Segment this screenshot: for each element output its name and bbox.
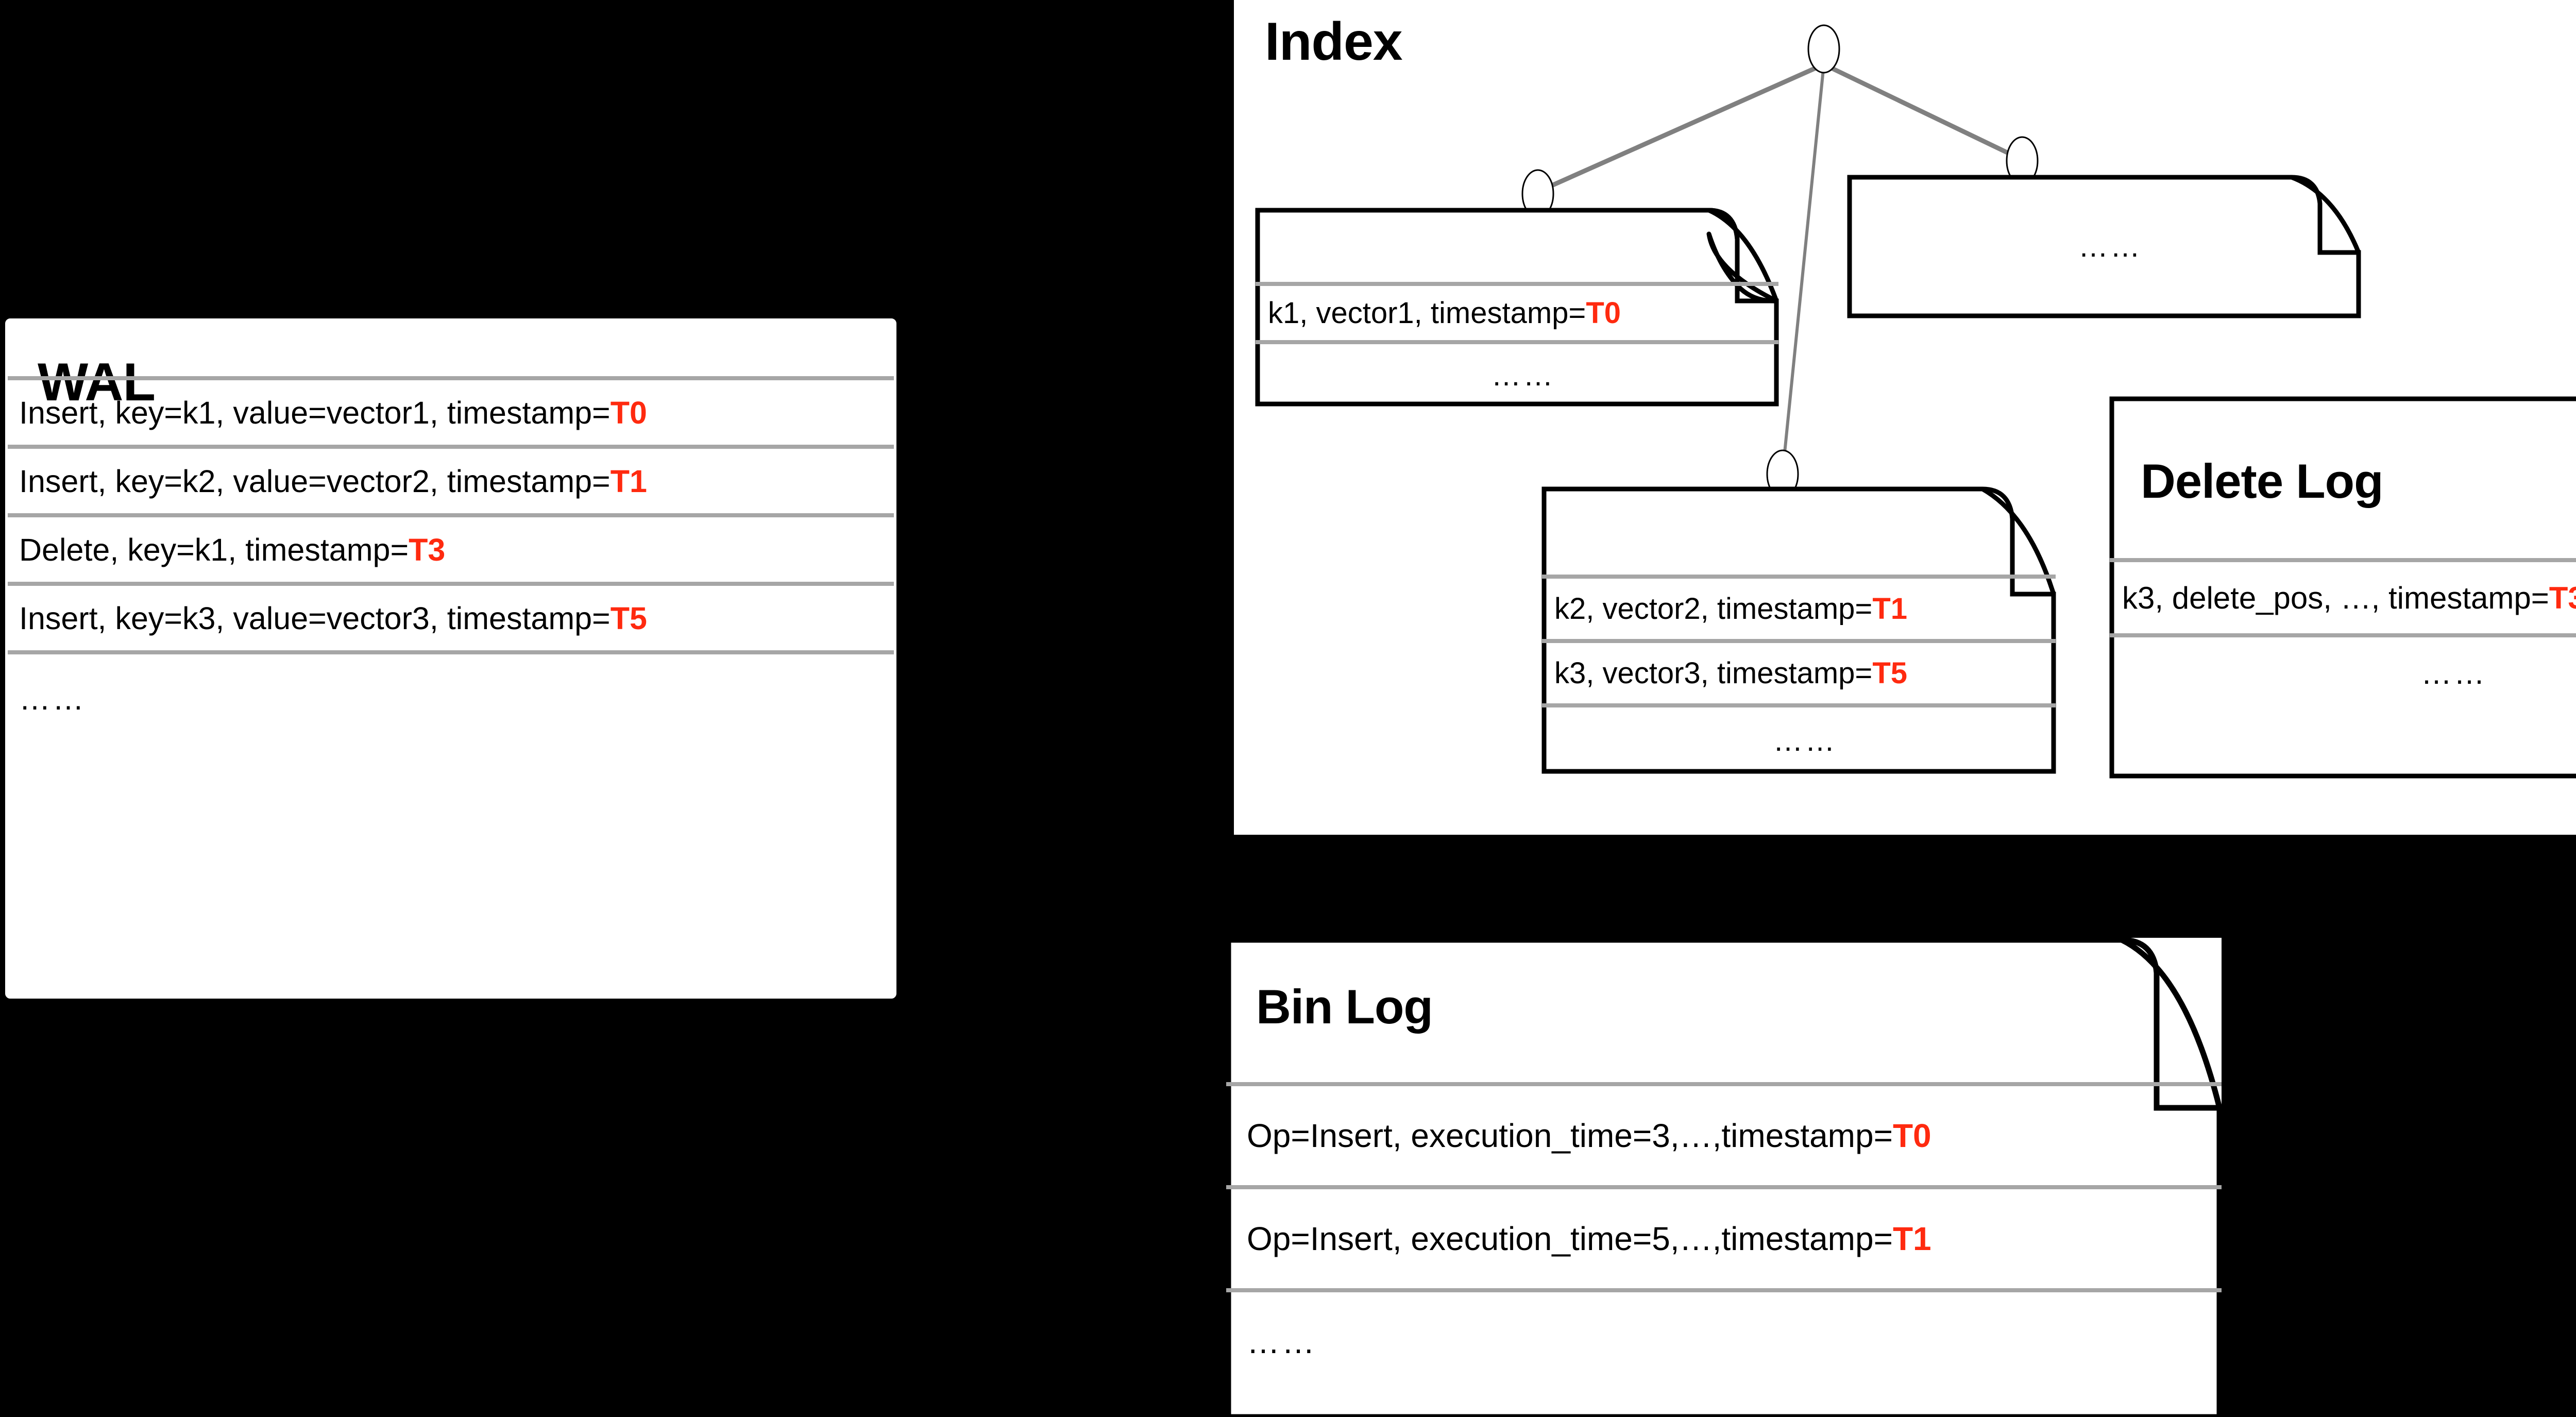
wal-row: Insert, key=k2, value=vector2, timestamp… <box>8 445 894 513</box>
delete-log-card: Delete Log k3, delete_pos, …, timestamp=… <box>2109 396 2576 779</box>
card-row-list: k3, delete_pos, …, timestamp=T3 …… <box>2110 558 2576 709</box>
wal-row-ellipsis: …… <box>19 681 86 716</box>
card-row-timestamp: T1 <box>1892 1220 1931 1257</box>
tree-edge-root-bottom <box>1781 64 1825 474</box>
card-row-timestamp: T3 <box>2549 580 2576 615</box>
wal-row-timestamp: T1 <box>610 463 647 499</box>
card-row: …… <box>2110 633 2576 709</box>
index-leaf-card-k2k3: k2, vector2, timestamp=T1 k3, vector3, t… <box>1541 486 2056 774</box>
card-row-ellipsis: …… <box>2421 655 2487 690</box>
card-row-timestamp: T5 <box>1872 656 1907 690</box>
card-row: k3, delete_pos, …, timestamp=T3 <box>2110 558 2576 633</box>
card-row-ellipsis: …… <box>1247 1323 1317 1360</box>
wal-row-timestamp: T0 <box>610 395 647 430</box>
bin-log-title: Bin Log <box>1256 980 1433 1034</box>
card-row-text: k3, vector3, timestamp= <box>1554 656 1873 690</box>
card-row: k1, vector1, timestamp=T0 <box>1256 282 1778 340</box>
wal-row-text: Insert, key=k1, value=vector1, timestamp… <box>19 395 611 430</box>
tree-root-node <box>1807 24 1840 74</box>
wal-row-text: Insert, key=k3, value=vector3, timestamp… <box>19 600 611 636</box>
card-row-text: k3, delete_pos, …, timestamp= <box>2122 580 2549 615</box>
card-row-timestamp: T1 <box>1872 592 1907 626</box>
card-row: …… <box>1542 703 2056 773</box>
wal-row-text: Delete, key=k1, timestamp= <box>19 532 409 567</box>
wal-row-timestamp: T3 <box>409 532 446 567</box>
index-title: Index <box>1265 12 1403 72</box>
card-row-timestamp: T0 <box>1586 296 1621 330</box>
delete-log-title: Delete Log <box>2141 454 2384 508</box>
card-row-ellipsis: …… <box>1491 358 1555 392</box>
wal-panel: WAL Insert, key=k1, value=vector1, times… <box>5 318 896 999</box>
card-row: …… <box>1226 1288 2222 1391</box>
card-row-text: Op=Insert, execution_time=3,…,timestamp= <box>1247 1117 1893 1154</box>
bin-log-card: Bin Log Op=Insert, execution_time=3,…,ti… <box>1225 937 2223 1417</box>
card-row-ellipsis: …… <box>2078 230 2142 263</box>
index-leaf-card-ellipsis: …… <box>1847 175 2361 318</box>
card-row-list: k2, vector2, timestamp=T1 k3, vector3, t… <box>1542 575 2056 773</box>
wal-row-timestamp: T5 <box>610 600 647 636</box>
card-row-list: …… <box>1848 175 2361 318</box>
index-leaf-card-k1: k1, vector1, timestamp=T0 …… <box>1255 208 1779 407</box>
card-row: Op=Insert, execution_time=3,…,timestamp=… <box>1226 1082 2222 1185</box>
card-row: Op=Insert, execution_time=5,…,timestamp=… <box>1226 1185 2222 1288</box>
tree-edge-root-left <box>1537 62 1825 194</box>
card-row-ellipsis: …… <box>1773 723 1837 757</box>
card-row-text: k2, vector2, timestamp= <box>1554 592 1873 626</box>
wal-row: Insert, key=k3, value=vector3, timestamp… <box>8 582 894 650</box>
card-row-timestamp: T0 <box>1892 1117 1931 1154</box>
card-row: k3, vector3, timestamp=T5 <box>1542 639 2056 703</box>
card-row-text: Op=Insert, execution_time=5,…,timestamp= <box>1247 1220 1893 1257</box>
wal-row: Delete, key=k1, timestamp=T3 <box>8 513 894 582</box>
card-row-list: k1, vector1, timestamp=T0 …… <box>1256 282 1778 406</box>
tree-edge-root-right <box>1823 62 2023 162</box>
wal-row-text: Insert, key=k2, value=vector2, timestamp… <box>19 463 611 499</box>
wal-row: Insert, key=k1, value=vector1, timestamp… <box>8 376 894 445</box>
card-row-list: Op=Insert, execution_time=3,…,timestamp=… <box>1226 1082 2222 1391</box>
wal-row-list: Insert, key=k1, value=vector1, timestamp… <box>8 376 894 994</box>
wal-title: WAL <box>38 352 156 412</box>
card-row: …… <box>1848 175 2361 318</box>
wal-row: …… <box>8 650 894 743</box>
card-row-text: k1, vector1, timestamp= <box>1268 296 1586 330</box>
card-row: k2, vector2, timestamp=T1 <box>1542 575 2056 639</box>
card-row: …… <box>1256 340 1778 406</box>
